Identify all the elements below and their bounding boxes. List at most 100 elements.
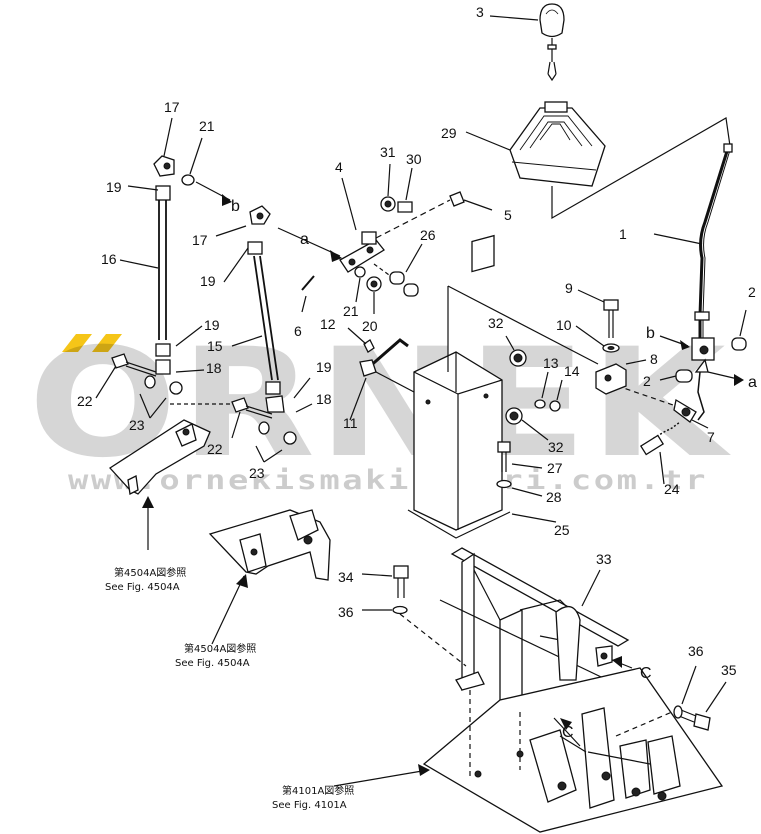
base-plate <box>422 667 724 833</box>
support-frame <box>439 547 630 713</box>
lower-linkage <box>599 371 709 485</box>
bolt-27 <box>497 441 543 472</box>
label-connection-a-right: a <box>748 374 757 391</box>
label-part-36-left: 36 <box>338 604 354 620</box>
label-part-3: 3 <box>476 4 484 20</box>
watermark-url: www.orneкismakinalari.com.tr <box>68 465 708 496</box>
label-part-32-lower: 32 <box>548 439 564 455</box>
label-part-35: 35 <box>721 662 737 678</box>
label-part-9: 9 <box>565 280 573 296</box>
label-part-14: 14 <box>564 363 580 379</box>
bent-rod-11 <box>349 338 415 421</box>
bolt-30 <box>397 167 413 213</box>
bushing-right <box>731 309 747 351</box>
dashed-link-34 <box>399 613 467 667</box>
label-part-1: 1 <box>619 226 627 242</box>
block-bracket <box>595 359 647 395</box>
bolt-22-left <box>95 353 157 399</box>
rod-16 <box>119 117 175 375</box>
watermark-accent-right <box>92 334 122 352</box>
screw-32-lower <box>505 407 549 441</box>
label-part-26: 26 <box>420 227 436 243</box>
pin-12 <box>347 327 375 353</box>
label-part-19-center: 19 <box>316 359 332 375</box>
lever-assembly-lower <box>208 509 331 645</box>
label-part-23-center: 23 <box>249 465 265 481</box>
label-part-6: 6 <box>294 323 302 339</box>
ref-4504a-lower-en: See Fig. 4504A <box>175 658 250 669</box>
label-part-5: 5 <box>504 207 512 223</box>
label-part-19-mid: 19 <box>200 273 216 289</box>
bolt-34 <box>361 565 409 598</box>
label-part-32-upper: 32 <box>488 315 504 331</box>
label-part-31: 31 <box>380 144 396 160</box>
label-connection-a-left: a <box>300 231 309 248</box>
label-part-36-right: 36 <box>688 643 704 659</box>
bushings-26 <box>389 243 423 297</box>
label-part-16: 16 <box>101 251 117 267</box>
label-part-8: 8 <box>650 351 658 367</box>
washer-10 <box>575 325 620 353</box>
connection-b-arrow-right <box>659 335 690 350</box>
bushing-middle <box>659 369 693 383</box>
rubber-boot <box>465 101 731 220</box>
main-lever <box>653 143 733 373</box>
label-connection-b-right: b <box>646 325 655 342</box>
shift-knob <box>489 3 565 82</box>
connection-c-arrow-upper <box>611 656 633 669</box>
label-connection-b-left: b <box>231 198 240 215</box>
ref-4101a-en: See Fig. 4101A <box>272 800 347 811</box>
washer-36-left <box>362 605 408 615</box>
ref-4504a-upper-en: See Fig. 4504A <box>105 582 180 593</box>
bolt-9 <box>577 289 619 338</box>
label-part-19-top: 19 <box>106 179 122 195</box>
label-part-17-lower: 17 <box>192 232 208 248</box>
lever-assembly-upper <box>109 419 211 550</box>
label-part-22-center: 22 <box>207 441 223 457</box>
washer-14 <box>549 379 563 412</box>
label-part-12: 12 <box>320 316 336 332</box>
nut-13 <box>534 371 549 409</box>
label-part-7: 7 <box>707 429 715 445</box>
leader-19-center <box>293 377 311 399</box>
label-part-10: 10 <box>556 317 572 333</box>
label-part-18-center: 18 <box>316 391 332 407</box>
upper-linkage <box>277 177 493 281</box>
label-part-22-left: 22 <box>77 393 93 409</box>
washer-28 <box>496 479 543 497</box>
label-connection-c-upper: C <box>640 665 652 682</box>
screw-32-upper <box>505 335 527 367</box>
label-part-17-top: 17 <box>164 99 180 115</box>
part-labels: 1 2 2 3 4 5 6 7 8 9 10 11 12 13 14 15 16… <box>77 4 756 678</box>
bolt-22-center <box>231 397 273 439</box>
label-part-24: 24 <box>664 481 680 497</box>
label-part-34: 34 <box>338 569 354 585</box>
bolt-35 <box>673 681 727 731</box>
ref-4504a-upper-jp: 第4504A図参照 <box>114 566 186 579</box>
label-part-29: 29 <box>441 125 457 141</box>
rod-15 <box>215 205 285 413</box>
label-part-19-left: 19 <box>204 317 220 333</box>
label-connection-c-lower: C <box>562 724 574 741</box>
washer-36-right <box>673 665 697 719</box>
label-part-18-left: 18 <box>206 360 222 376</box>
label-part-28: 28 <box>546 489 562 505</box>
connection-c-arrow-lower <box>560 718 572 730</box>
label-part-20: 20 <box>362 318 378 334</box>
washer-21-left <box>181 137 203 186</box>
figure-references: 第4504A図参照 See Fig. 4504A 第4504A図参照 See F… <box>105 566 354 811</box>
pedestal-housing <box>407 234 599 539</box>
dashed-link-35 <box>615 711 673 737</box>
label-part-2-middle: 2 <box>643 373 651 389</box>
label-part-33: 33 <box>596 551 612 567</box>
connection-a-arrow-right <box>707 371 744 386</box>
label-part-21-left: 21 <box>199 118 215 134</box>
ref-4504a-lower-jp: 第4504A図参照 <box>184 642 256 655</box>
label-part-4: 4 <box>335 159 343 175</box>
washers-23-center <box>255 421 297 463</box>
washers-23-left <box>139 375 183 419</box>
washer-21-center <box>354 266 366 303</box>
connection-labels: a a b b C C <box>231 198 757 741</box>
